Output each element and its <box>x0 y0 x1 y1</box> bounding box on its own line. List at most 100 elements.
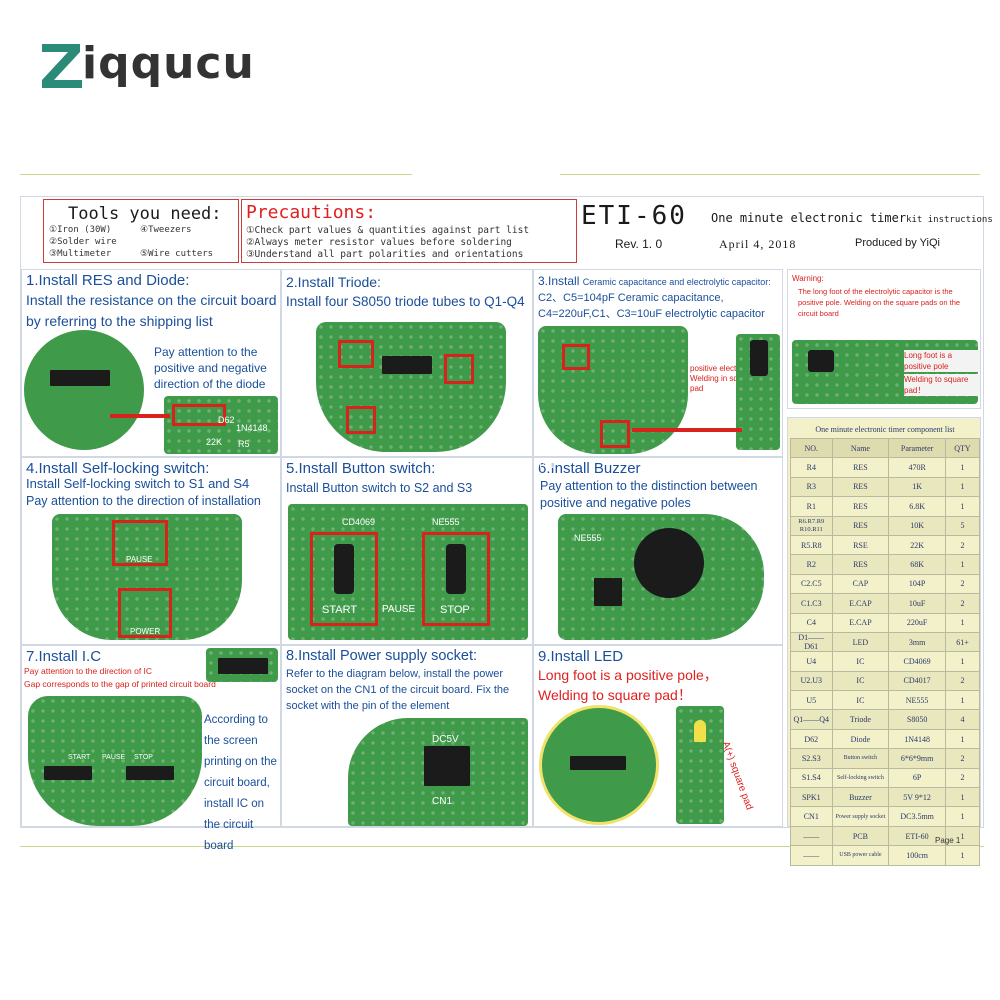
table-cell: U4 <box>790 651 833 672</box>
table-cell: Button switch <box>831 748 890 769</box>
warning-text: The long foot of the electrolytic capaci… <box>798 287 961 318</box>
step-3-title-small: Ceramic capacitance and electrolytic cap… <box>582 277 771 287</box>
step-3-note: positive electrode Welding in square pad <box>690 364 754 393</box>
parts-header-row: NO. Name Parameter QTY <box>790 437 981 459</box>
parts-col-parameter: Parameter <box>888 437 946 459</box>
tools-item-5: ⑤Wire cutters <box>140 249 214 259</box>
table-cell: D62 <box>790 728 833 750</box>
table-cell: Triode <box>831 709 890 730</box>
step-7-title: 7.Install I.C <box>26 648 102 665</box>
table-cell: 1 <box>944 554 981 575</box>
table-cell: R3 <box>790 476 833 498</box>
table-cell: Self-locking switch <box>831 767 890 789</box>
step-1-ic <box>50 370 110 386</box>
step-2-desc: Install four S8050 triode tubes to Q1-Q4 <box>286 294 525 309</box>
table-cell: 1 <box>944 690 981 711</box>
step-7-panel: 7.Install I.C Pay attention to the direc… <box>21 645 281 852</box>
table-cell: R5.R8 <box>790 534 833 556</box>
step-1-label-diode: 1N4148 <box>236 423 268 433</box>
step-7-board <box>28 696 202 826</box>
table-cell: R4 <box>790 457 833 478</box>
tools-item-3: ③Multimeter <box>49 249 112 259</box>
table-cell: 5 <box>944 515 981 536</box>
step-2-title: 2.Install Triode: <box>286 274 381 290</box>
table-cell: 22K <box>888 534 946 556</box>
step-2-q1-box <box>338 340 374 368</box>
step-6-title: 6.Install Buzzer <box>538 460 641 477</box>
table-cell: 2 <box>944 593 981 614</box>
table-cell: 68K <box>888 554 946 575</box>
table-cell: 1 <box>944 825 981 847</box>
table-cell: Q1——Q4 <box>790 709 833 730</box>
table-cell: Power supply socket <box>831 806 890 827</box>
parts-list-panel: One minute electronic timer component li… <box>787 417 981 866</box>
step-3-desc-1: C2、C5=104pF Ceramic capacitance, <box>538 292 724 304</box>
table-cell: 2 <box>944 534 981 556</box>
table-cell: 10uF <box>888 593 946 614</box>
step-6-panel: 6.Install Buzzer Pay attention to the di… <box>533 457 783 645</box>
table-cell: 1 <box>944 457 981 478</box>
table-cell: 1 <box>944 787 981 808</box>
logo-z-mark <box>42 44 82 88</box>
warning-callout-2: Welding to square pad！ <box>904 374 980 396</box>
step-4-label-power: POWER <box>130 627 161 636</box>
table-cell: 4 <box>944 709 981 730</box>
table-cell: 470R <box>888 457 946 478</box>
step-8-title: 8.Install Power supply socket: <box>286 648 478 664</box>
step-8-label-dc5v: DC5V <box>432 734 459 745</box>
warning-title: Warning: <box>792 274 824 283</box>
table-cell: 104P <box>888 573 946 595</box>
step-5-start-button <box>334 544 354 594</box>
table-cell: E.CAP <box>831 593 890 614</box>
step-7-label-start: START <box>68 754 91 761</box>
step-3-arrow <box>632 428 742 432</box>
table-cell: U2.U3 <box>790 670 833 692</box>
table-cell: S8050 <box>888 709 946 730</box>
step-4-title: 4.Install Self-locking switch: <box>26 460 210 477</box>
table-cell: 2 <box>944 767 981 789</box>
table-cell: IC <box>831 651 890 672</box>
tools-item-1: ①Iron (30W) <box>49 225 112 235</box>
step-2-q3-box <box>346 406 376 434</box>
table-cell: RES <box>831 554 890 575</box>
step-7-ic-2 <box>126 766 174 780</box>
table-cell: DC3.5mm <box>888 806 946 827</box>
table-cell: —— <box>790 845 833 866</box>
brand-name: iqqucu <box>82 38 255 89</box>
table-cell: 5V 9*12 <box>888 787 946 808</box>
table-cell: 2 <box>944 748 981 769</box>
step-6-desc: Pay attention to the distinction between… <box>540 479 758 510</box>
table-cell: SPK1 <box>790 787 833 808</box>
producer: Produced by YiQi <box>855 237 940 249</box>
step-8-label-cn1: CN1 <box>432 796 453 807</box>
tools-title: Tools you need: <box>68 204 222 224</box>
table-cell: IC <box>831 690 890 711</box>
step-7-label-stop: STOP <box>134 754 153 761</box>
step-7-ic-1 <box>44 766 92 780</box>
table-cell: CN1 <box>790 806 833 827</box>
step-2-ic <box>382 356 432 374</box>
product-name: ETI-60 <box>581 201 687 231</box>
table-cell: C4 <box>790 612 833 633</box>
table-cell: RES <box>831 476 890 498</box>
table-cell: 1 <box>944 806 981 827</box>
step-4-desc-2: Pay attention to the direction of instal… <box>26 494 261 508</box>
table-cell: 10K <box>888 515 946 536</box>
step-8-panel: 8.Install Power supply socket: Refer to … <box>281 645 533 827</box>
table-cell: PCB <box>831 825 890 847</box>
step-7-label-pause: PAUSE <box>102 754 126 761</box>
table-cell: R1 <box>790 496 833 517</box>
precautions-title: Precautions: <box>246 202 377 223</box>
precautions-box: Precautions: ①Check part values & quanti… <box>241 199 577 263</box>
